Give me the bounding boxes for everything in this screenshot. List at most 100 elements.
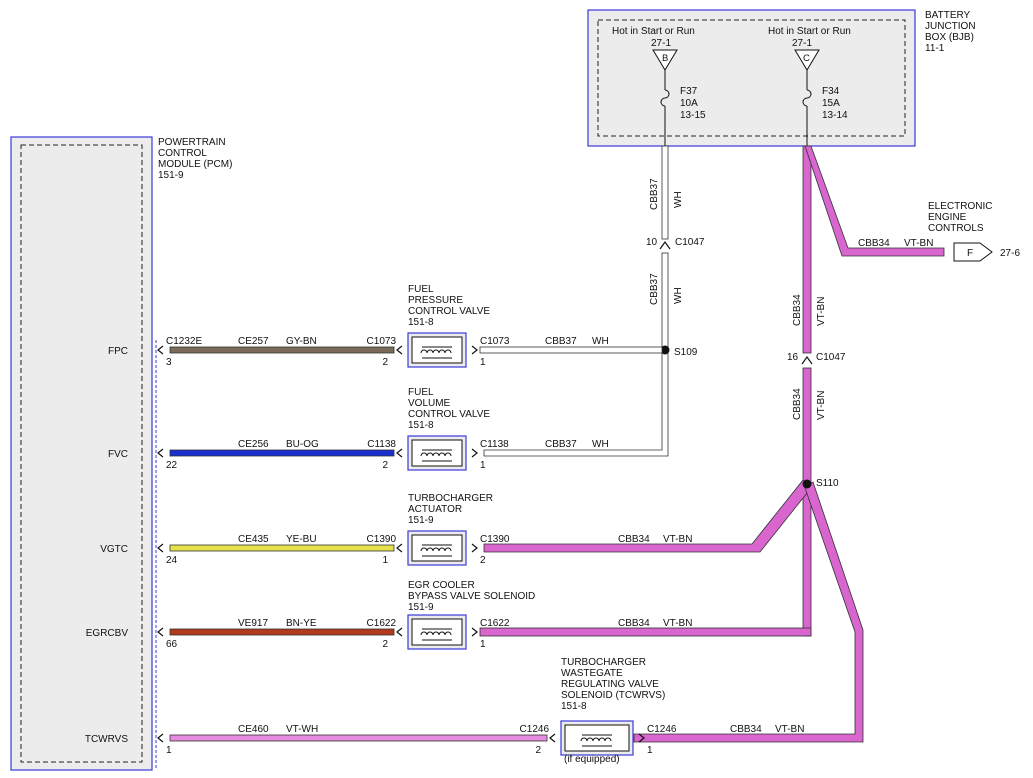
connector-chevron-icon <box>157 733 164 743</box>
component-title-line: TURBOCHARGER <box>408 493 493 504</box>
component-title-line: 151-9 <box>408 515 434 526</box>
component-connector-out: C1246 <box>647 724 677 735</box>
component-pin-out: 1 <box>480 460 486 471</box>
wire-cbb34 <box>479 627 812 637</box>
component-title-line: CONTROL VALVE <box>408 409 490 420</box>
wire-circuit-label: CBB37 <box>649 178 660 210</box>
page-reference-arrow-icon <box>953 242 993 262</box>
wire-circuit-label: VE917 <box>238 618 268 629</box>
wire-circuit-label: CBB34 <box>792 294 803 326</box>
eec-title-line3: CONTROLS <box>928 223 984 234</box>
eec-pin: F <box>967 248 973 259</box>
wire-color-label: GY-BN <box>286 336 317 347</box>
wire-cbb34-vertical: CBB34 VT-BN CBB34 VT-BN 16 C1047 <box>483 145 945 743</box>
pcm-title-line1: POWERTRAIN <box>158 137 226 148</box>
wire-ve917 <box>169 628 395 636</box>
wire-color-label: VT-BN <box>816 391 827 420</box>
connector-chevron-icon <box>471 448 478 458</box>
wire-color-label: VT-WH <box>286 724 318 735</box>
pcm-signal-label: VGTC <box>100 544 128 555</box>
wire-circuit-label: CE257 <box>238 336 269 347</box>
component-title-line: CONTROL VALVE <box>408 306 490 317</box>
connector-chevron-icon <box>157 627 164 637</box>
connector-chevron-icon <box>396 448 403 458</box>
feed-ref: 27-1 <box>651 38 671 49</box>
wire-circuit-label: CE256 <box>238 439 269 450</box>
pcm-title-line3: MODULE (PCM) <box>158 159 232 170</box>
splice-s109-label: S109 <box>674 347 698 358</box>
fuse-rating: 10A <box>680 98 698 109</box>
wire-cbb37 <box>479 346 663 354</box>
battery-junction-box: BATTERY JUNCTION BOX (BJB) 11-1 Hot in S… <box>587 9 976 147</box>
connector-chevron-icon <box>471 345 478 355</box>
bjb-title-line4: 11-1 <box>925 43 945 54</box>
bjb-feed-f34: Hot in Start or Run 27-1 C F34 15A 13-14 <box>768 26 851 146</box>
connector-chevron-icon <box>471 543 478 553</box>
c1047-name-right: C1047 <box>816 352 846 363</box>
wire-color-label: WH <box>673 287 684 304</box>
component-connector-in: C1390 <box>367 534 397 545</box>
splice-s110-icon <box>802 479 812 489</box>
component-note: (if equipped) <box>564 754 620 765</box>
component-pin-in: 2 <box>382 460 388 471</box>
component-pin-out: 2 <box>480 555 486 566</box>
connector-chevron-icon <box>396 543 403 553</box>
component-connector-in: C1246 <box>520 724 550 735</box>
pcm-module: POWERTRAIN CONTROL MODULE (PCM) 151-9 <box>10 136 232 771</box>
component-title-line: ACTUATOR <box>408 504 462 515</box>
wire-color-label: BN-YE <box>286 618 317 629</box>
bjb-title-line2: JUNCTION <box>925 21 976 32</box>
component-connector-out: C1138 <box>480 439 509 450</box>
connector-chevron-icon <box>638 733 645 743</box>
component-connector-in: C1138 <box>367 439 396 450</box>
connector-chevron-icon <box>157 543 164 553</box>
eec-ref: 27-6 <box>1000 248 1020 259</box>
out-color-label: WH <box>592 336 609 347</box>
component-body <box>411 439 463 467</box>
bjb-feed-f37: Hot in Start or Run 27-1 B F37 10A 13-15 <box>612 26 706 146</box>
feed-hot-label: Hot in Start or Run <box>768 26 851 37</box>
bjb-title-line1: BATTERY <box>925 10 971 21</box>
eec-connector: ELECTRONIC ENGINE CONTROLS CBB34 VT-BN F… <box>858 201 1020 262</box>
fuse-icon <box>660 89 670 107</box>
out-color-label: VT-BN <box>775 724 804 735</box>
component-title-line: FUEL <box>408 387 434 398</box>
component-title-line: FUEL <box>408 284 434 295</box>
component-connector-in: C1622 <box>367 618 397 629</box>
solenoid-coil-icon <box>420 346 452 359</box>
component-connector-out: C1390 <box>480 534 510 545</box>
wire-circuit-label: CE435 <box>238 534 269 545</box>
component-title-line: EGR COOLER <box>408 580 475 591</box>
fuse-name: F34 <box>822 86 840 97</box>
solenoid-coil-icon <box>420 544 452 557</box>
component-title-line: SOLENOID (TCWRVS) <box>561 690 665 701</box>
connector-chevron-icon <box>157 345 164 355</box>
component-connector-in: C1073 <box>367 336 397 347</box>
pcm-connector-name: C1232E <box>166 336 202 347</box>
solenoid-coil-icon <box>580 734 612 747</box>
fuse-ref: 13-14 <box>822 110 848 121</box>
component-title-line: VOLUME <box>408 398 451 409</box>
splice-s109-icon <box>660 345 670 355</box>
connector-pin-icon <box>652 49 678 71</box>
pcm-signal-label: FVC <box>108 449 128 460</box>
bjb-title-line3: BOX (BJB) <box>925 32 974 43</box>
eec-title-line1: ELECTRONIC <box>928 201 992 212</box>
solenoid-coil-icon <box>420 449 452 462</box>
c1047-name-left: C1047 <box>675 237 705 248</box>
feed-pin: B <box>662 53 668 64</box>
pcm-pin-number: 24 <box>166 555 178 566</box>
component-pin-out: 1 <box>647 745 653 756</box>
wire-cbb37-vertical: CBB37 WH CBB37 WH 10 C1047 <box>483 145 705 457</box>
component-title-line: TURBOCHARGER <box>561 657 646 668</box>
pcm-title-line4: 151-9 <box>158 170 184 181</box>
eec-wire-color: VT-BN <box>904 238 933 249</box>
connector-chevron-icon <box>157 448 164 458</box>
c1047-pin-left: 10 <box>646 237 658 248</box>
pcm-pin-number: 3 <box>166 357 172 368</box>
component-title-line: 151-8 <box>561 701 587 712</box>
